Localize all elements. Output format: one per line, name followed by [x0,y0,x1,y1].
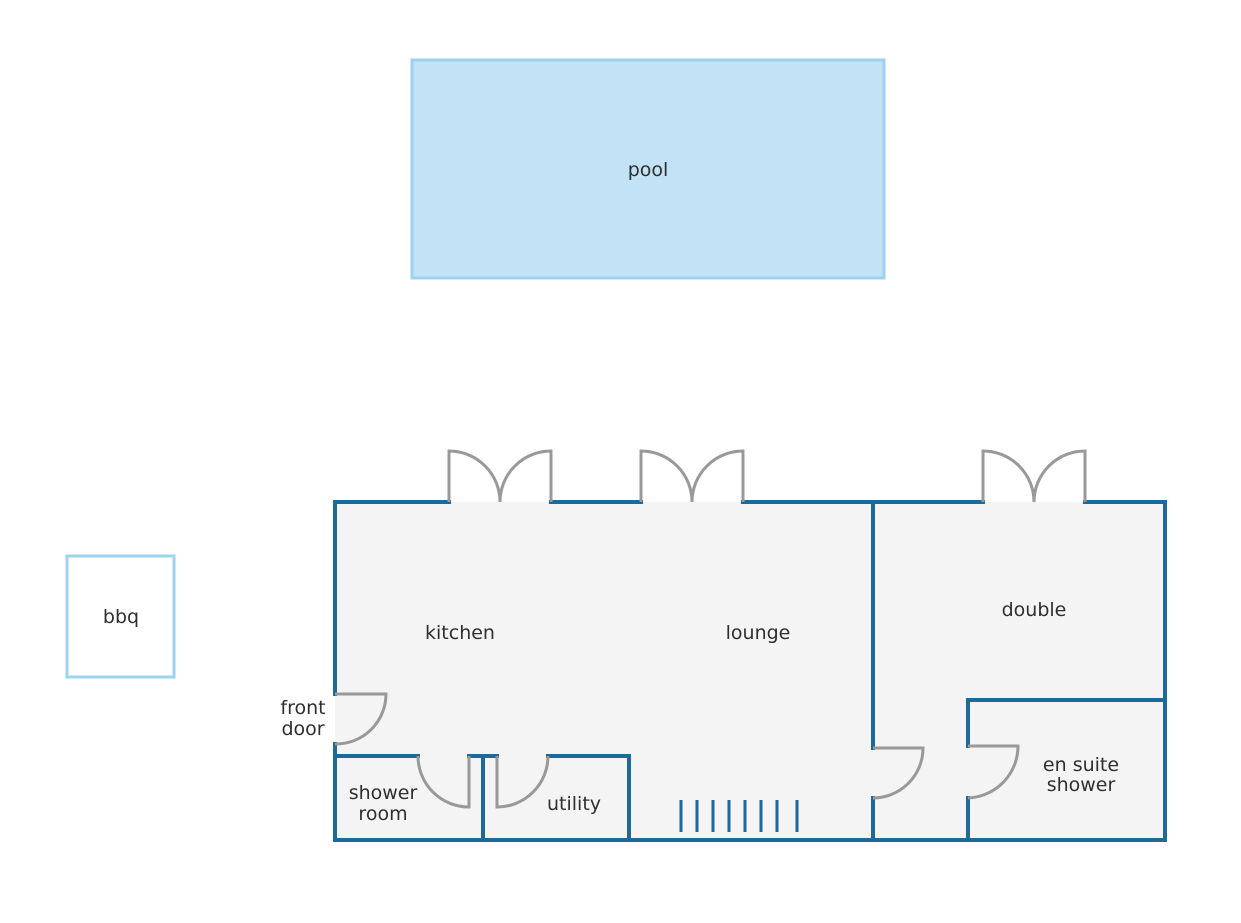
front-door-label-line2: door [281,718,324,740]
utility-label: utility [547,793,601,815]
walls [333,500,1167,842]
lounge-label: lounge [726,622,791,644]
stairs-icon [679,800,799,832]
doors [334,449,1087,809]
house-floor [335,502,1165,840]
en-suite-label-line1: en suite [1043,754,1119,776]
door-swing-icon [495,755,550,809]
shower-room-label-line2: room [358,803,407,825]
shower-room-label-line1: shower [349,782,418,804]
pool-label: pool [628,159,669,181]
front-door-label-line1: front [280,697,325,719]
french-doors-icon [639,449,745,503]
door-swing-icon [872,746,925,800]
french-doors-icon [981,449,1087,503]
kitchen-label: kitchen [425,622,495,644]
door-swing-icon [416,755,471,809]
pool: pool [410,58,886,280]
french-doors-icon [447,449,553,503]
door-swing-icon [334,692,388,746]
double-label: double [1002,599,1067,621]
bbq-label: bbq [103,606,139,628]
bbq: bbq [65,554,176,679]
door-swing-icon [967,744,1020,800]
en-suite-label-line2: shower [1047,774,1116,796]
